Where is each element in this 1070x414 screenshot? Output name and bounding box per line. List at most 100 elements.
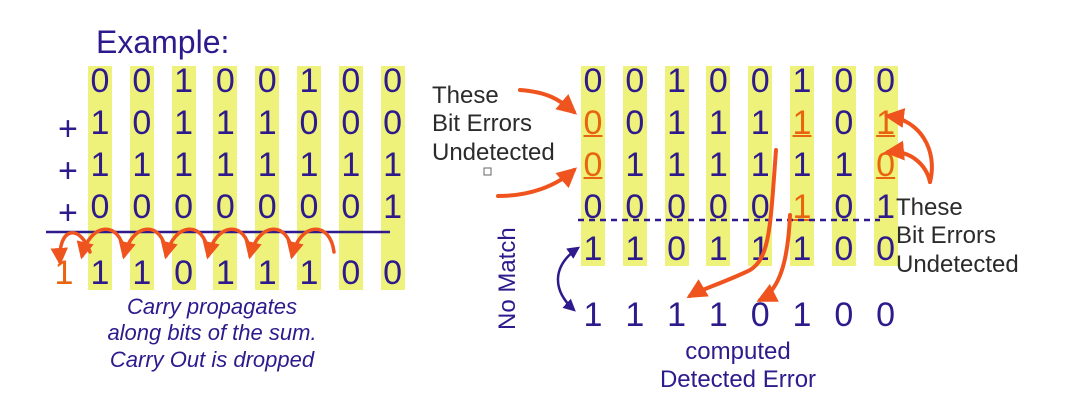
right-row-4-digit: 0: [750, 188, 770, 226]
computed-digit: 0: [876, 296, 896, 334]
right-column-band: [664, 66, 689, 266]
left-sum-digit: 1: [215, 254, 235, 292]
left-row-2-digit: 0: [383, 104, 403, 142]
left-row-3-digit: 1: [132, 146, 152, 184]
plus-operator-2: +: [58, 152, 78, 190]
right-row-1-digit: 0: [834, 62, 854, 100]
left-row-3-digit: 1: [215, 146, 235, 184]
right-row-4-digit: 1: [876, 188, 896, 226]
left-row-4-digit: 1: [383, 188, 403, 226]
error-arrow-top-left: [518, 88, 578, 115]
left-row-1-digit: 0: [383, 62, 403, 100]
left-row-2-digit: 1: [174, 104, 194, 142]
right-sum-digit: 1: [625, 230, 645, 268]
right-row-1-digit: 0: [583, 62, 603, 100]
left-column-band: [380, 66, 405, 290]
left-sum-digit: 1: [90, 254, 110, 292]
carry-arrow-6: [76, 227, 126, 260]
right-row-3-digit: 1: [625, 146, 645, 184]
carry-arrow-1: [286, 227, 336, 260]
left-row-3-digit: 1: [90, 146, 110, 184]
error-arrow-bottom-left: [496, 167, 577, 198]
left-note-line-3: Undetected: [432, 138, 555, 166]
right-row-2-digit: 0: [625, 104, 645, 142]
error-arrow-mid-right: [884, 140, 932, 184]
right-row-2-digit: 1: [708, 104, 728, 142]
plus-operator-3: +: [58, 194, 78, 232]
right-row-3-digit: 0: [583, 146, 603, 184]
carry-arrow-7: [50, 231, 92, 266]
left-sum-digit: 1: [132, 254, 152, 292]
left-row-2-digit: 1: [90, 104, 110, 142]
left-row-1-digit: 0: [132, 62, 152, 100]
left-row-3-digit: 1: [383, 146, 403, 184]
left-row-1-digit: 0: [215, 62, 235, 100]
right-caption-line-2: Detected Error: [659, 365, 817, 393]
left-undetected-note: These Bit Errors Undetected: [432, 82, 555, 167]
right-note-line-2: Bit Errors: [896, 222, 997, 250]
right-row-2-digit: 1: [750, 104, 770, 142]
computed-digit: 0: [750, 296, 770, 334]
computed-digit: 1: [708, 296, 728, 334]
right-column-band: [873, 66, 898, 266]
carry-arrow-4: [160, 227, 210, 260]
error-arrow-to-computed-1: [686, 148, 778, 299]
left-row-3-digit: 1: [174, 146, 194, 184]
left-row-3-digit: 1: [257, 146, 277, 184]
right-sum-digit: 1: [750, 230, 770, 268]
right-sum-digit: 1: [583, 230, 603, 268]
left-row-1-digit: 0: [90, 62, 110, 100]
left-sum-digit: 0: [383, 254, 403, 292]
plus-operator-1: +: [58, 110, 78, 148]
carry-arrow-3: [202, 227, 252, 260]
left-row-4-digit: 0: [174, 188, 194, 226]
right-sum-digit: 0: [876, 230, 896, 268]
right-sum-digit: 0: [667, 230, 687, 268]
example-title: Example:: [96, 24, 230, 60]
left-caption-line-2: along bits of the sum.: [107, 320, 317, 346]
left-row-3-digit: 1: [299, 146, 319, 184]
right-row-4-digit: 1: [792, 188, 812, 226]
right-caption-line-1: computed: [685, 338, 791, 365]
right-row-2-digit: 0: [583, 104, 603, 142]
left-caption-line-3: Carry Out is dropped: [109, 346, 315, 372]
computed-digit: 1: [792, 296, 812, 334]
left-row-2-digit: 1: [257, 104, 277, 142]
right-row-1-digit: 1: [667, 62, 687, 100]
left-row-4-digit: 0: [341, 188, 361, 226]
left-sum-digit: 0: [174, 254, 194, 292]
right-row-2-digit: 0: [834, 104, 854, 142]
right-sum-digit: 1: [708, 230, 728, 268]
right-sum-digit: 0: [834, 230, 854, 268]
left-column-band: [338, 66, 363, 290]
right-caption: computed Detected Error: [618, 338, 858, 393]
right-row-4-digit: 0: [834, 188, 854, 226]
right-row-1-digit: 0: [750, 62, 770, 100]
right-row-3-digit: 1: [750, 146, 770, 184]
right-row-1-digit: 1: [792, 62, 812, 100]
error-arrows: [496, 88, 934, 302]
right-column-band: [831, 66, 856, 266]
computed-digit: 1: [583, 296, 603, 334]
right-note-line-1: These: [896, 194, 963, 221]
computed-digit: 1: [667, 296, 687, 334]
right-column-band: [706, 66, 731, 266]
right-sum-digit: 1: [792, 230, 812, 268]
left-sum-digit: 1: [257, 254, 277, 292]
right-row-1-digit: 0: [625, 62, 645, 100]
left-row-2-digit: 0: [299, 104, 319, 142]
left-note-line-1: These: [432, 82, 499, 109]
left-row-1-digit: 0: [257, 62, 277, 100]
left-row-1-digit: 1: [299, 62, 319, 100]
left-row-1-digit: 0: [341, 62, 361, 100]
right-note-line-3: Undetected: [896, 250, 1019, 278]
computed-digit: 1: [625, 296, 645, 334]
left-row-2-digit: 0: [132, 104, 152, 142]
left-sum-digit: 1: [299, 254, 319, 292]
left-caption: Carry propagates along bits of the sum. …: [62, 294, 362, 373]
right-row-1-digit: 0: [876, 62, 896, 100]
right-row-3-digit: 1: [792, 146, 812, 184]
no-match-arrow: [556, 246, 581, 312]
